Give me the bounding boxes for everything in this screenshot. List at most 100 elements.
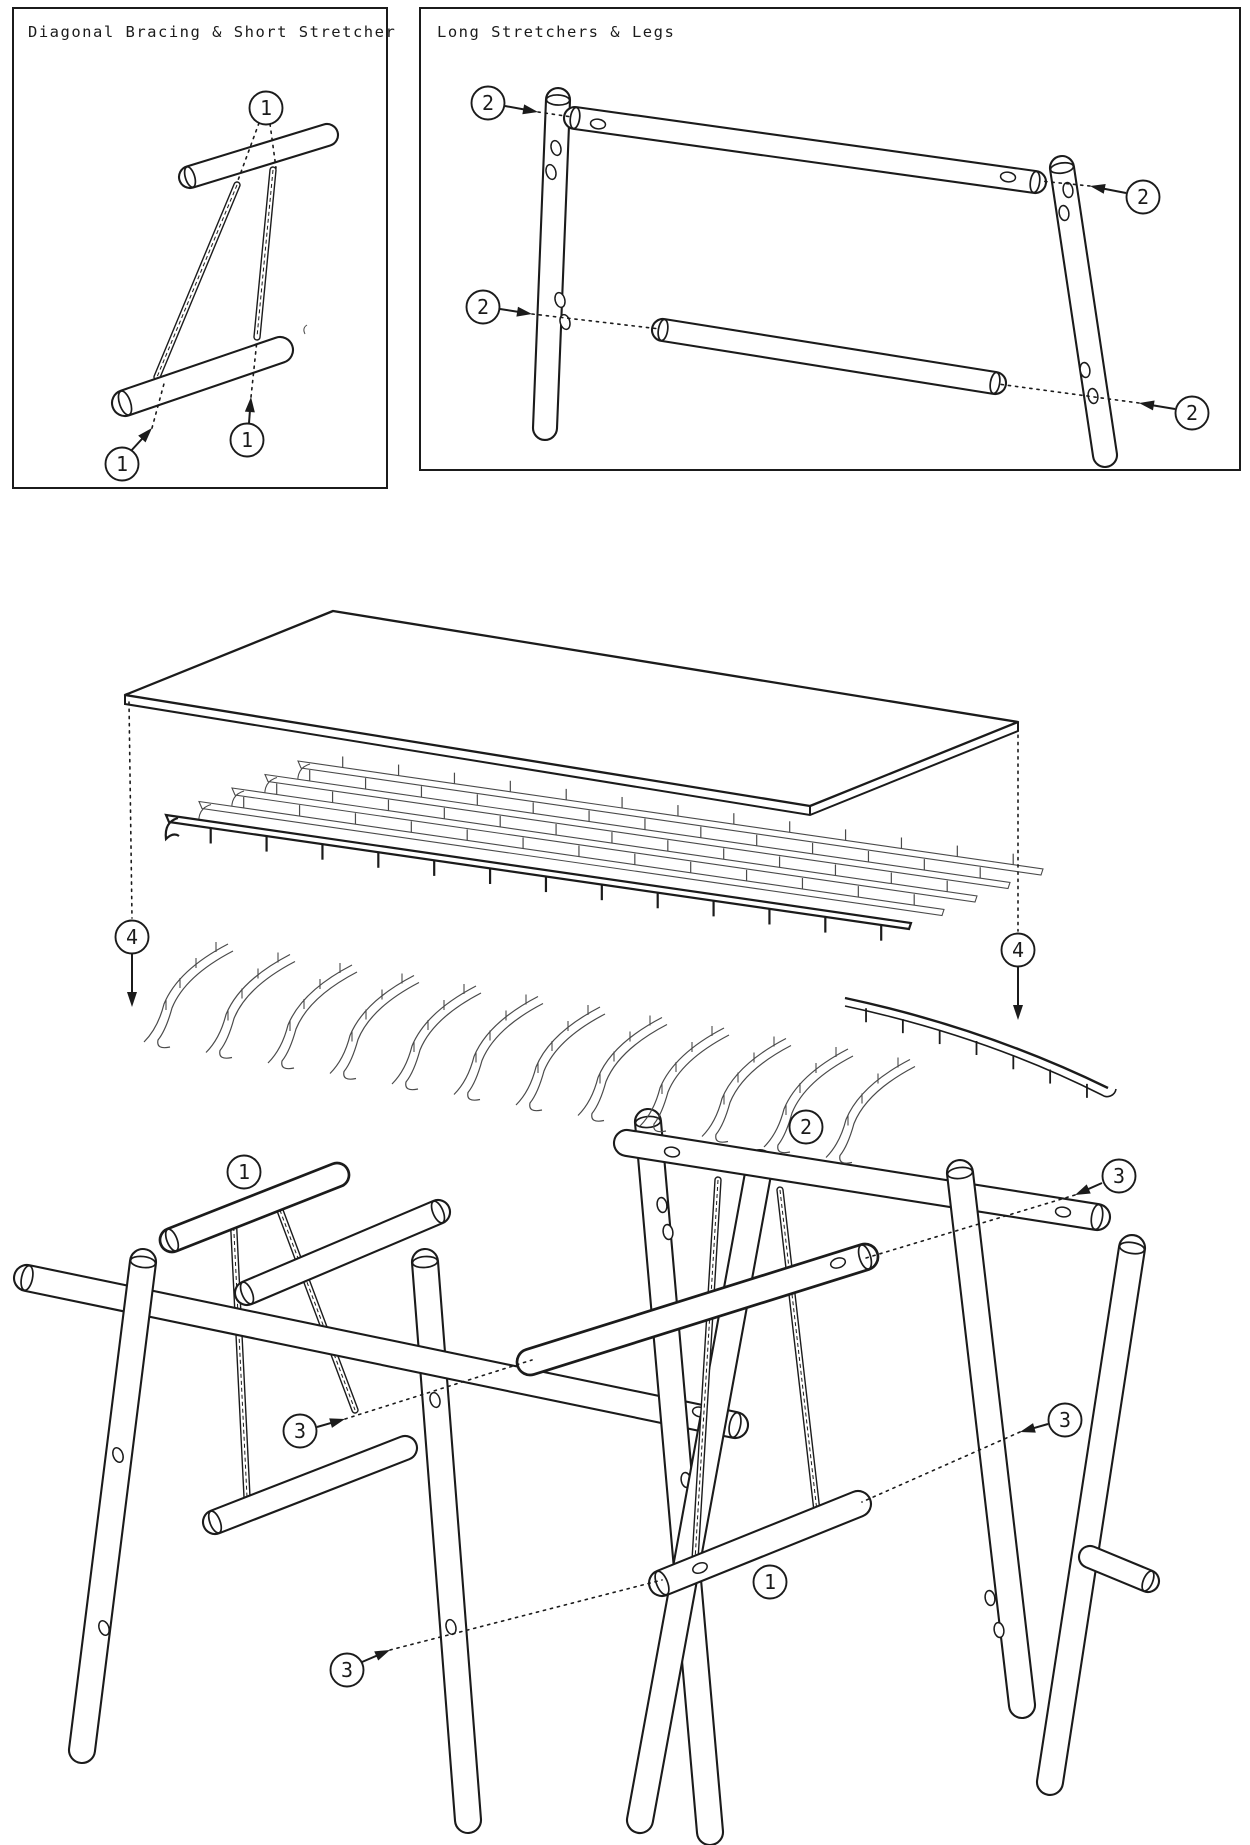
bottom-curved-slat bbox=[763, 1047, 854, 1154]
tube-end-cap bbox=[1118, 1241, 1146, 1255]
lashing-hole bbox=[545, 163, 557, 181]
callout-2: 2 bbox=[1039, 179, 1161, 215]
lashing-hole bbox=[1058, 204, 1070, 222]
callout-2: 2 bbox=[788, 1109, 824, 1145]
lashing-hole bbox=[1079, 361, 1091, 379]
arrowhead bbox=[1013, 1005, 1023, 1020]
top-batten-slat bbox=[198, 796, 945, 917]
panel-title-long-stretchers: Long Stretchers & Legs bbox=[437, 23, 675, 41]
arrowhead bbox=[1139, 400, 1155, 411]
callout-3: 3 bbox=[861, 1402, 1083, 1503]
tube-end-cap bbox=[545, 94, 571, 106]
callout-number: 1 bbox=[764, 1570, 776, 1594]
stray-mark bbox=[303, 324, 308, 335]
tube-end-cap bbox=[654, 1570, 670, 1596]
right-trestle-back-right-leg bbox=[1035, 1233, 1147, 1797]
bottom-curved-slat bbox=[577, 1015, 668, 1122]
leader-dotted-line bbox=[250, 339, 258, 398]
arrowhead bbox=[1020, 1423, 1036, 1433]
right-trestle-front-left-leg bbox=[633, 1107, 725, 1845]
lashing-hole bbox=[1054, 1206, 1072, 1218]
lashing-hole bbox=[656, 1196, 668, 1214]
callout-number: 2 bbox=[800, 1115, 812, 1139]
lashing-hole bbox=[98, 1620, 110, 1636]
arrowhead bbox=[244, 397, 255, 413]
tube-end-cap bbox=[1141, 1570, 1155, 1592]
callout-circle bbox=[226, 1154, 262, 1190]
tube-end-cap bbox=[728, 1411, 742, 1439]
callout-number: 3 bbox=[1113, 1164, 1125, 1188]
top-batten-slat bbox=[297, 756, 1044, 876]
top-batten-slat bbox=[264, 769, 1011, 890]
top-batten-slat bbox=[164, 813, 913, 941]
tube-end-cap bbox=[129, 1255, 157, 1269]
panel-diagonal-bracing-box bbox=[12, 7, 388, 489]
lashing-hole bbox=[999, 171, 1017, 183]
tube-end-cap bbox=[657, 318, 669, 342]
callout-2: 2 bbox=[997, 383, 1210, 431]
callout-number: 3 bbox=[1059, 1408, 1071, 1432]
lower-slat-layer bbox=[143, 942, 1117, 1164]
callout-circle bbox=[1047, 1402, 1083, 1438]
tube-end-cap bbox=[20, 1264, 34, 1292]
callout-number: 2 bbox=[1186, 401, 1198, 425]
callout-circle bbox=[470, 85, 506, 121]
callout-1: 1 bbox=[752, 1564, 788, 1600]
left-trestle-diagonal-rod-1 bbox=[229, 1209, 251, 1501]
bottom-curved-slat bbox=[205, 952, 296, 1059]
callout-circle bbox=[465, 289, 501, 325]
callout-number: 4 bbox=[1012, 938, 1024, 962]
callout-4: 4 bbox=[1000, 727, 1036, 1020]
arrowhead bbox=[329, 1418, 345, 1428]
p1-diagonal-rod-2 bbox=[253, 166, 277, 341]
arrowhead bbox=[1090, 183, 1106, 194]
tube-end-cap bbox=[1090, 1203, 1104, 1231]
callout-circle bbox=[752, 1564, 788, 1600]
bottom-curved-slat bbox=[329, 973, 420, 1080]
tube-end-cap bbox=[207, 1510, 223, 1534]
panel-title-diagonal-bracing: Diagonal Bracing & Short Stretcher bbox=[28, 23, 396, 41]
leader-dotted-line bbox=[236, 122, 260, 184]
callout-number: 1 bbox=[238, 1160, 250, 1184]
right-trestle-front-right-leg bbox=[946, 1159, 1036, 1719]
leader-dotted-line bbox=[151, 379, 166, 429]
leader-dotted-line bbox=[128, 701, 133, 919]
callout-number: 1 bbox=[260, 96, 272, 120]
bottom-curved-slat bbox=[701, 1036, 792, 1143]
tube-end-cap bbox=[239, 1281, 255, 1305]
bottom-curved-slat bbox=[267, 963, 358, 1070]
tubes bbox=[12, 86, 1160, 1845]
arrowhead bbox=[138, 428, 152, 443]
callout-2: 2 bbox=[465, 289, 661, 330]
leader-dotted-line bbox=[389, 1579, 663, 1651]
callout-circle bbox=[229, 422, 265, 458]
callout-circle bbox=[248, 90, 284, 126]
tube-end-cap bbox=[183, 165, 197, 189]
left-trestle-front-leg bbox=[68, 1248, 157, 1764]
callout-number: 2 bbox=[1137, 185, 1149, 209]
lashing-hole bbox=[692, 1561, 708, 1575]
p1-diagonal-rod-1 bbox=[153, 181, 241, 381]
callout-circle bbox=[282, 1413, 318, 1449]
callout-1: 1 bbox=[104, 379, 166, 482]
lashing-hole bbox=[984, 1589, 996, 1607]
lashing-hole bbox=[589, 118, 607, 130]
callout-circle bbox=[1174, 395, 1210, 431]
left-trestle-diagonal-rod-2 bbox=[271, 1193, 359, 1414]
bottom-curved-slat bbox=[639, 1026, 730, 1133]
p2-bottom-long-stretcher bbox=[651, 318, 1007, 395]
left-trestle-long-rail bbox=[12, 1263, 750, 1440]
callout-number: 1 bbox=[116, 452, 128, 476]
lashing-hole bbox=[663, 1146, 681, 1158]
arrowhead bbox=[516, 306, 532, 317]
callout-3: 3 bbox=[865, 1158, 1137, 1259]
upper-slat-layer bbox=[164, 756, 1044, 941]
arrowhead bbox=[1075, 1184, 1091, 1195]
tube-end-cap bbox=[164, 1228, 180, 1252]
arrowhead bbox=[522, 104, 538, 115]
callout-number: 1 bbox=[241, 428, 253, 452]
leader-dotted-line bbox=[269, 123, 277, 169]
callout-number: 2 bbox=[482, 91, 494, 115]
p2-top-long-stretcher bbox=[562, 106, 1048, 194]
